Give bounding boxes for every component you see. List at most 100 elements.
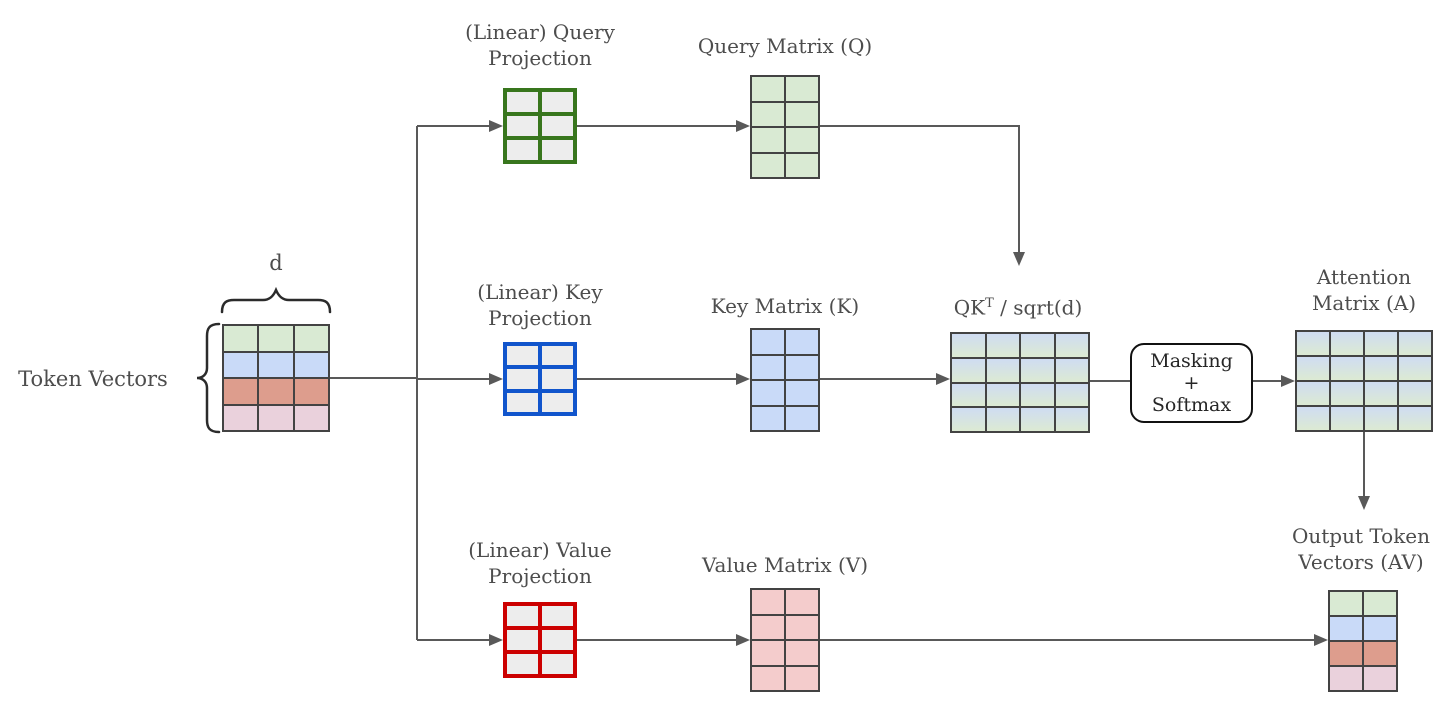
key-projection-label-line1: (Linear) Key: [477, 280, 603, 304]
matrix-cell: [224, 379, 258, 404]
matrix-cell: [542, 140, 573, 160]
matrix-cell: [752, 128, 784, 152]
query-projection-label-line1: (Linear) Query: [465, 20, 615, 44]
matrix-cell: [1297, 382, 1329, 405]
left-brace: [196, 322, 221, 434]
matrix-cell: [542, 630, 573, 650]
matrix-cell: [294, 405, 328, 430]
matrix-cell: [752, 77, 784, 101]
matrix-cell: [507, 654, 538, 674]
value-matrix: [750, 588, 820, 692]
matrix-cell: [224, 326, 258, 351]
output-token-vectors-label: Output Token Vectors (AV): [1261, 523, 1456, 575]
matrix-cell: [1365, 332, 1397, 355]
matrix-cell: [507, 369, 538, 389]
matrix-cell: [1021, 334, 1054, 357]
attention-label-line1: Attention: [1316, 265, 1412, 289]
matrix-cell: [752, 590, 784, 614]
matrix-cell: [1330, 617, 1362, 640]
masking-softmax-box: Masking + Softmax: [1130, 343, 1253, 423]
token-vectors-matrix: [222, 324, 330, 432]
matrix-cell: [786, 330, 818, 354]
matrix-cell: [1399, 357, 1431, 380]
matrix-cell: [986, 383, 1019, 407]
top-brace: [220, 286, 332, 314]
matrix-cell: [1021, 383, 1054, 407]
matrix-cell: [542, 392, 573, 412]
matrix-cell: [1297, 407, 1329, 430]
arrowhead-output-left: [1314, 634, 1328, 646]
matrix-cell: [1330, 642, 1362, 665]
matrix-cell: [1021, 358, 1054, 382]
query-projection-label: (Linear) Query Projection: [440, 19, 640, 71]
matrix-cell: [986, 334, 1019, 357]
dimension-label: d: [269, 251, 283, 275]
query-matrix-label: Query Matrix (Q): [697, 34, 873, 58]
qk-label-suffix: / sqrt(d): [993, 295, 1083, 320]
matrix-cell: [542, 654, 573, 674]
matrix-cell: [507, 630, 538, 650]
matrix-cell: [752, 355, 784, 379]
query-projection-label-line2: Projection: [488, 46, 592, 70]
matrix-cell: [1055, 383, 1088, 407]
token-vectors-label: Token Vectors: [18, 367, 168, 391]
arrowhead-qmatrix: [736, 120, 750, 132]
matrix-cell: [786, 615, 818, 639]
matrix-cell: [507, 92, 538, 112]
matrix-cell: [294, 379, 328, 404]
masking-label: Masking: [1150, 350, 1233, 372]
matrix-cell: [542, 346, 573, 366]
matrix-cell: [786, 666, 818, 690]
matrix-cell: [507, 606, 538, 626]
value-projection-label-line1: (Linear) Value: [468, 538, 612, 562]
matrix-cell: [952, 334, 985, 357]
attention-matrix: [1295, 330, 1433, 432]
matrix-cell: [259, 379, 293, 404]
matrix-cell: [786, 381, 818, 405]
matrix-cell: [507, 392, 538, 412]
arrowhead-vmatrix: [736, 634, 750, 646]
matrix-cell: [1297, 332, 1329, 355]
matrix-cell: [1021, 408, 1054, 431]
arrowhead-kmatrix: [736, 373, 750, 385]
matrix-cell: [542, 116, 573, 136]
matrix-cell: [1365, 407, 1397, 430]
matrix-cell: [542, 92, 573, 112]
matrix-cell: [1331, 382, 1363, 405]
matrix-cell: [786, 355, 818, 379]
key-matrix-label: Key Matrix (K): [710, 294, 860, 318]
softmax-label: Softmax: [1151, 394, 1232, 416]
matrix-cell: [224, 352, 258, 377]
matrix-cell: [986, 358, 1019, 382]
matrix-cell: [752, 153, 784, 177]
matrix-cell: [752, 330, 784, 354]
matrix-cell: [259, 326, 293, 351]
matrix-cell: [752, 615, 784, 639]
matrix-cell: [986, 408, 1019, 431]
matrix-cell: [752, 381, 784, 405]
qk-label-superscript: T: [985, 296, 994, 311]
matrix-cell: [1330, 592, 1362, 615]
matrix-cell: [294, 352, 328, 377]
arrowhead-output-down: [1358, 496, 1370, 510]
matrix-cell: [1331, 357, 1363, 380]
matrix-cell: [224, 405, 258, 430]
value-matrix-label: Value Matrix (V): [701, 553, 869, 577]
qk-matrix: [950, 332, 1090, 433]
key-matrix: [750, 328, 820, 432]
output-label-line2: Vectors (AV): [1298, 550, 1424, 574]
matrix-cell: [752, 666, 784, 690]
matrix-cell: [294, 326, 328, 351]
arrowhead-attention: [1281, 375, 1295, 387]
matrix-cell: [786, 77, 818, 101]
key-projection-label-line2: Projection: [488, 306, 592, 330]
matrix-cell: [507, 116, 538, 136]
plus-label: +: [1183, 372, 1200, 394]
matrix-cell: [259, 352, 293, 377]
matrix-cell: [259, 405, 293, 430]
matrix-cell: [1055, 408, 1088, 431]
value-projection-label-line2: Projection: [488, 564, 592, 588]
matrix-cell: [1365, 357, 1397, 380]
matrix-cell: [952, 383, 985, 407]
